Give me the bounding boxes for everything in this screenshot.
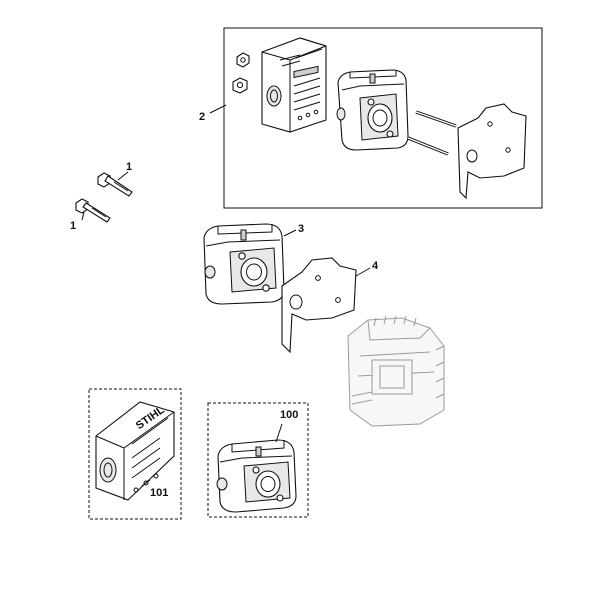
- stud-upper: [415, 110, 457, 128]
- stud-lower: [407, 136, 449, 156]
- muffler-assembly: [336, 69, 409, 151]
- leader-3: [283, 229, 297, 237]
- callout-1b: 1: [70, 220, 76, 232]
- gasket-assembly: [457, 103, 527, 200]
- leader-1a: [117, 171, 129, 181]
- nut-upper: [236, 52, 250, 68]
- engine-block: [347, 315, 445, 427]
- leader-2: [209, 104, 227, 114]
- screw-lower: [75, 198, 111, 223]
- heat-shield-kit-frame: [88, 388, 182, 520]
- callout-101: 101: [150, 487, 168, 499]
- callout-1a: 1: [126, 161, 132, 173]
- muffler: [203, 223, 285, 305]
- callout-3: 3: [298, 223, 304, 235]
- heat-shield-kit-group: STIHL 101: [88, 388, 182, 520]
- leader-1b: [81, 211, 85, 221]
- muffler-kit-group: 100: [207, 402, 309, 518]
- callout-4: 4: [372, 260, 379, 272]
- muffler-kit-frame: [207, 402, 309, 518]
- leader-100: [275, 423, 283, 443]
- gasket: [281, 257, 357, 354]
- heat-shield-assembly: [261, 37, 327, 133]
- screw-upper: [97, 172, 133, 197]
- assembly-frame: [223, 27, 543, 209]
- nut-lower: [232, 77, 248, 94]
- leader-101: [141, 479, 151, 487]
- heat-shield: STIHL: [95, 401, 175, 501]
- leader-4: [355, 267, 371, 277]
- muffler-kit: [216, 439, 297, 513]
- callout-2: 2: [199, 111, 205, 123]
- callout-100: 100: [280, 409, 298, 421]
- muffler-assembly-group: 2: [199, 27, 543, 209]
